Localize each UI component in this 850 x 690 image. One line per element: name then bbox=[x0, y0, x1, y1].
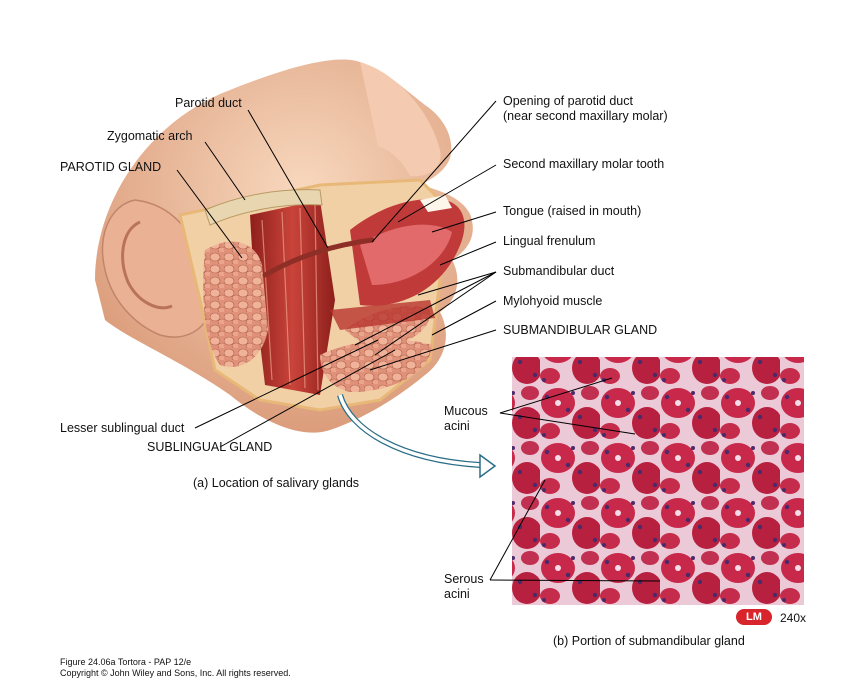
label-mucous-acini: Mucous acini bbox=[444, 404, 488, 434]
label-mucous-line2: acini bbox=[444, 419, 470, 433]
label-submandibular-gland: SUBMANDIBULAR GLAND bbox=[503, 323, 658, 337]
label-opening-line2: (near second maxillary molar) bbox=[503, 109, 668, 123]
tongue bbox=[360, 224, 452, 285]
label-parotid-duct: Parotid duct bbox=[175, 96, 242, 110]
caption-a: (a) Location of salivary glands bbox=[193, 476, 360, 490]
label-serous-line2: acini bbox=[444, 587, 470, 601]
caption-b: (b) Portion of submandibular gland bbox=[553, 634, 745, 648]
parotid-gland bbox=[203, 241, 268, 367]
label-submandibular-duct: Submandibular duct bbox=[503, 264, 615, 278]
footer-copyright: Copyright © John Wiley and Sons, Inc. Al… bbox=[60, 668, 291, 678]
parotid-duct-shape bbox=[262, 237, 375, 278]
label-mylohyoid: Mylohyoid muscle bbox=[503, 294, 603, 308]
label-second-molar: Second maxillary molar tooth bbox=[503, 157, 665, 171]
lm-badge: LM bbox=[736, 609, 772, 625]
label-opening-parotid-duct: Opening of parotid duct (near second max… bbox=[503, 94, 668, 124]
label-mucous-line1: Mucous bbox=[444, 404, 488, 418]
mylohyoid-muscle bbox=[330, 300, 435, 330]
label-lesser-sublingual-duct: Lesser sublingual duct bbox=[60, 421, 185, 435]
label-lingual-frenulum: Lingual frenulum bbox=[503, 234, 596, 248]
footer-figure: Figure 24.06a Tortora - PAP 12/e bbox=[60, 657, 192, 667]
label-tongue: Tongue (raised in mouth) bbox=[503, 204, 642, 218]
micrograph bbox=[512, 357, 804, 605]
label-parotid-gland: PAROTID GLAND bbox=[60, 160, 162, 174]
submandibular-gland bbox=[320, 339, 432, 392]
label-zygomatic-arch: Zygomatic arch bbox=[107, 129, 193, 143]
label-serous-line1: Serous bbox=[444, 572, 484, 586]
magnification-label: 240x bbox=[780, 611, 807, 625]
masseter-muscle bbox=[250, 200, 335, 395]
label-opening-line1: Opening of parotid duct bbox=[503, 94, 633, 108]
zygomatic-arch bbox=[204, 189, 323, 226]
label-sublingual-gland: SUBLINGUAL GLAND bbox=[147, 440, 273, 454]
nose bbox=[360, 62, 441, 177]
label-serous-acini: Serous acini bbox=[444, 572, 484, 602]
